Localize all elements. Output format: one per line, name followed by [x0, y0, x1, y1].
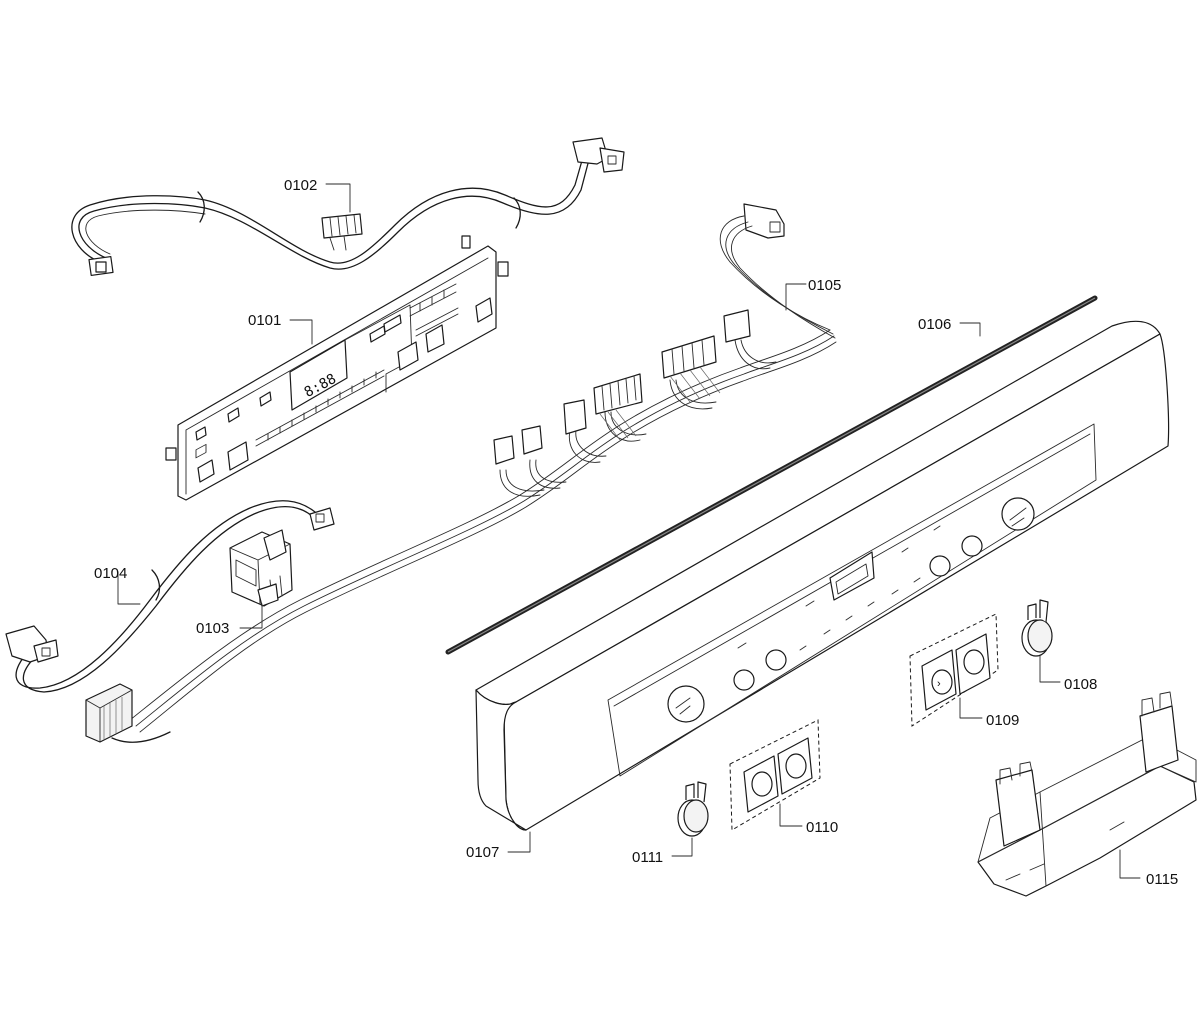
knob-0108: [1021, 599, 1053, 657]
switch-0103: [229, 529, 293, 607]
callout-0101: 0101: [248, 312, 281, 329]
callout-0103: 0103: [196, 620, 229, 637]
pcb-buttons: [195, 297, 493, 483]
seal-strip-0106: [445, 295, 1098, 655]
wire-harness-0105: [129, 203, 837, 733]
svg-text:›: ›: [937, 678, 941, 690]
knob-pair-0109: ›: [909, 613, 999, 727]
panel-holes: [667, 497, 1035, 723]
wire-harness-0102: [71, 137, 625, 277]
callout-0105: 0105: [808, 277, 841, 294]
callout-0108: 0108: [1064, 676, 1097, 693]
callout-0115: 0115: [1146, 871, 1178, 888]
wire-harness-0104: [5, 500, 335, 743]
callout-0107: 0107: [466, 844, 499, 861]
knob-0111: [677, 781, 709, 837]
knob-pair-0110: [729, 719, 821, 831]
pcb-led-row: [255, 283, 459, 447]
callout-0106: 0106: [918, 316, 951, 333]
callout-leaders: [117, 183, 1141, 879]
bracket-0115: [977, 691, 1197, 897]
control-board-0101: 8:88: [165, 235, 509, 501]
callout-0109: 0109: [986, 712, 1019, 729]
control-panel-0107: [475, 320, 1170, 831]
panel-indicators: [737, 525, 941, 651]
callout-labels: 0102 0101 0105 0106 0104 0103 0107 0108 …: [94, 177, 1178, 888]
callout-0104: 0104: [94, 565, 127, 582]
callout-0111: 0111: [632, 849, 663, 866]
callout-0102: 0102: [284, 177, 317, 194]
callout-0110: 0110: [806, 819, 838, 836]
